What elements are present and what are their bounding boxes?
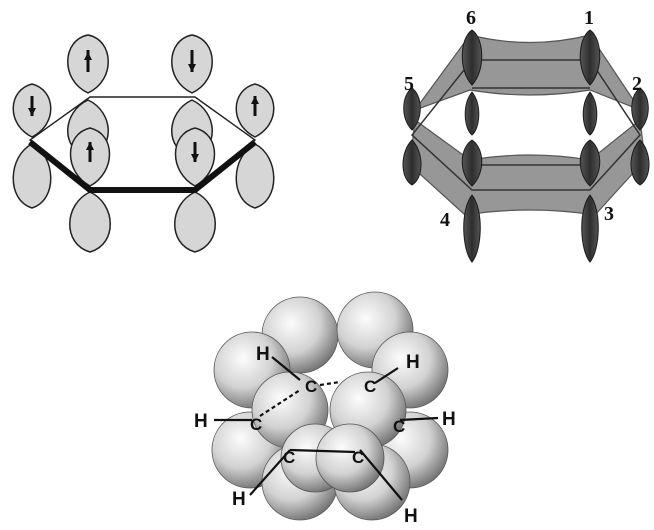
hydrogen-label-6: H xyxy=(404,506,418,527)
pi-cloud-upper xyxy=(415,35,640,110)
hydrogen-label-5: H xyxy=(232,489,246,510)
ring-label-2: 2 xyxy=(632,73,642,95)
ring-outline-top xyxy=(30,97,255,190)
carbon-label-3: C xyxy=(393,417,405,436)
space-filling-panel: H H H H H H C C C C C C xyxy=(194,292,456,527)
p-orbital-4 xyxy=(236,84,274,208)
atom-spheres xyxy=(212,292,448,520)
ring-label-5: 5 xyxy=(404,73,414,95)
carbon-label-2: C xyxy=(364,377,376,396)
ring-front-bonds xyxy=(30,142,255,190)
hydrogen-label-4: H xyxy=(442,409,456,430)
hydrogen-label-2: H xyxy=(406,352,420,373)
carbon-label-5: C xyxy=(283,448,295,467)
ring-label-6: 6 xyxy=(466,7,476,29)
p-orbital-panel xyxy=(13,35,274,252)
hydrogen-label-3: H xyxy=(194,411,208,432)
ring-label-3: 3 xyxy=(604,203,614,225)
ring-label-1: 1 xyxy=(584,7,594,29)
pi-cloud-panel: 6 1 2 3 4 5 xyxy=(403,7,649,262)
hydrogen-label-1: H xyxy=(256,344,270,365)
carbon-label-4: C xyxy=(250,415,262,434)
ring-label-4: 4 xyxy=(440,209,450,231)
carbon-label-1: C xyxy=(305,377,317,396)
carbon-label-6: C xyxy=(352,448,364,467)
